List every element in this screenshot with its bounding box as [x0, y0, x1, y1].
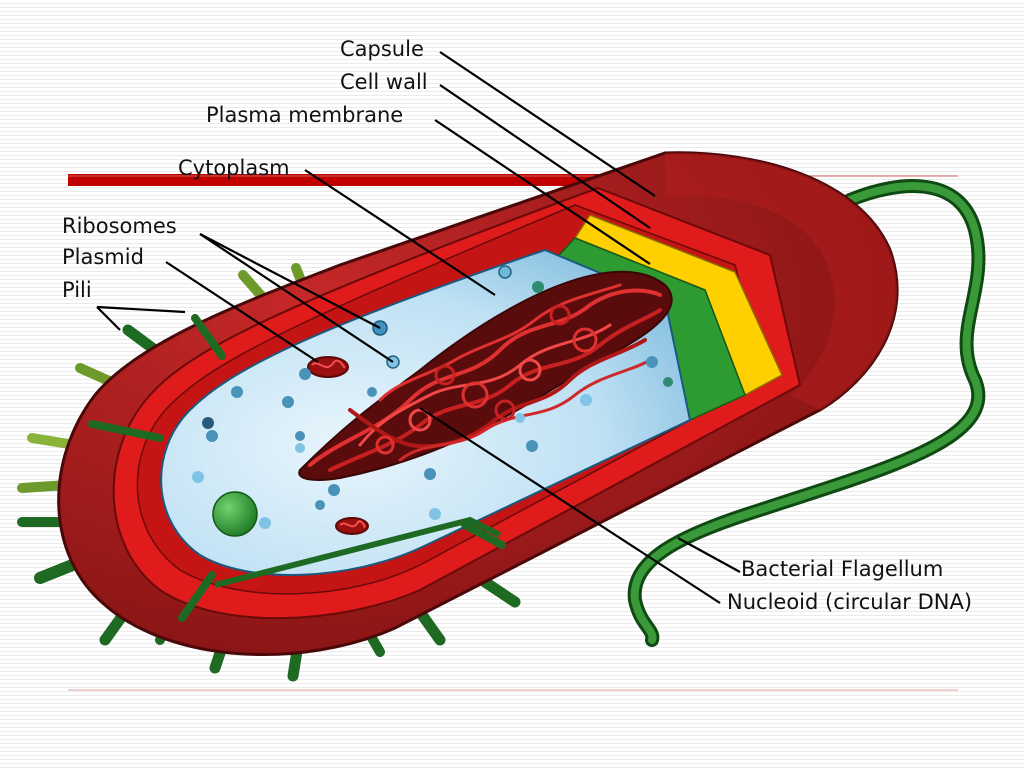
leader-lines — [96, 51, 741, 604]
pili-anchors — [88, 314, 506, 622]
inclusion-granule — [212, 491, 258, 537]
label-plasmid: Plasmid — [62, 245, 144, 269]
label-pili: Pili — [62, 278, 92, 302]
label-ribosomes: Ribosomes — [62, 214, 177, 238]
label-plasma-membrane: Plasma membrane — [206, 103, 403, 127]
label-capsule: Capsule — [340, 37, 424, 61]
label-cytoplasm: Cytoplasm — [178, 156, 290, 180]
label-bacterial-flagellum: Bacterial Flagellum — [741, 557, 943, 581]
label-nucleoid: Nucleoid (circular DNA) — [727, 590, 972, 614]
title-accent-bar — [68, 174, 633, 186]
flagellum-highlight — [630, 182, 983, 644]
nucleoid — [298, 270, 673, 481]
label-cell-wall: Cell wall — [340, 70, 428, 94]
